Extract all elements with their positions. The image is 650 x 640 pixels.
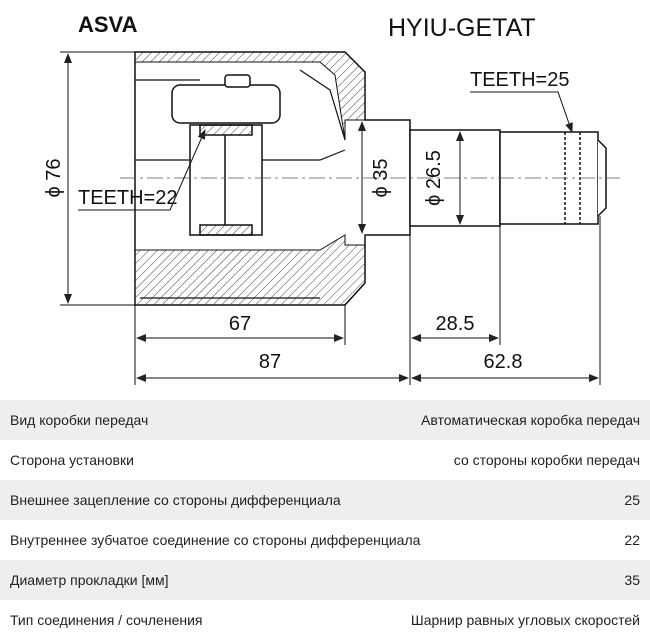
spec-value: Автоматическая коробка передач xyxy=(421,412,640,428)
spec-label: Тип соединения / сочленения xyxy=(10,612,203,628)
spec-value: 35 xyxy=(624,572,640,588)
spec-table: Вид коробки передач Автоматическая короб… xyxy=(0,400,650,640)
dim-housing-bore: ϕ 35 xyxy=(370,158,392,197)
spec-label: Внешнее зацепление со стороны дифференци… xyxy=(10,492,341,508)
housing-wall-lower xyxy=(134,234,366,306)
spec-value: Шарнир равных угловых скоростей xyxy=(410,612,640,628)
spec-value: 25 xyxy=(624,492,640,508)
spec-row: Диаметр прокладки [мм] 35 xyxy=(0,560,650,600)
spec-label: Внутреннее зубчатое соединение со сторон… xyxy=(10,532,421,548)
part-number-label: HYIU-GETAT xyxy=(388,14,536,42)
teeth-outer-leader xyxy=(470,91,573,133)
spec-label: Сторона установки xyxy=(10,452,134,468)
extension-lines xyxy=(60,51,601,385)
spec-label: Диаметр прокладки [мм] xyxy=(10,572,169,588)
spec-row: Сторона установки со стороны коробки пер… xyxy=(0,440,650,480)
teeth-inner-label: TEETH=22 xyxy=(78,187,177,209)
dim-length-87: 87 xyxy=(259,351,281,373)
dim-shaft-diameter: ϕ 26.5 xyxy=(423,150,445,206)
spec-row: Вид коробки передач Автоматическая короб… xyxy=(0,400,650,440)
spec-value: 22 xyxy=(624,532,640,548)
dim-length-67: 67 xyxy=(229,313,251,335)
tripod-roller xyxy=(171,74,281,236)
dim-outer-diameter: ϕ 76 xyxy=(43,158,65,197)
teeth-outer-label: TEETH=25 xyxy=(470,69,569,91)
cv-joint-technical-drawing: ASVA HYIU-GETAT xyxy=(43,12,620,385)
spec-row: Внутреннее зубчатое соединение со сторон… xyxy=(0,520,650,560)
spec-label: Вид коробки передач xyxy=(10,412,149,428)
spec-value: со стороны коробки передач xyxy=(453,452,640,468)
spec-row: Тип соединения / сочленения Шарнир равны… xyxy=(0,600,650,640)
dim-shaft-28-5: 28.5 xyxy=(436,313,475,335)
spec-row: Внешнее зацепление со стороны дифференци… xyxy=(0,480,650,520)
housing-wall-upper xyxy=(134,51,366,141)
brand-label: ASVA xyxy=(78,12,138,37)
teeth-inner-leader xyxy=(78,129,206,211)
dim-shaft-62-8: 62.8 xyxy=(484,351,523,373)
